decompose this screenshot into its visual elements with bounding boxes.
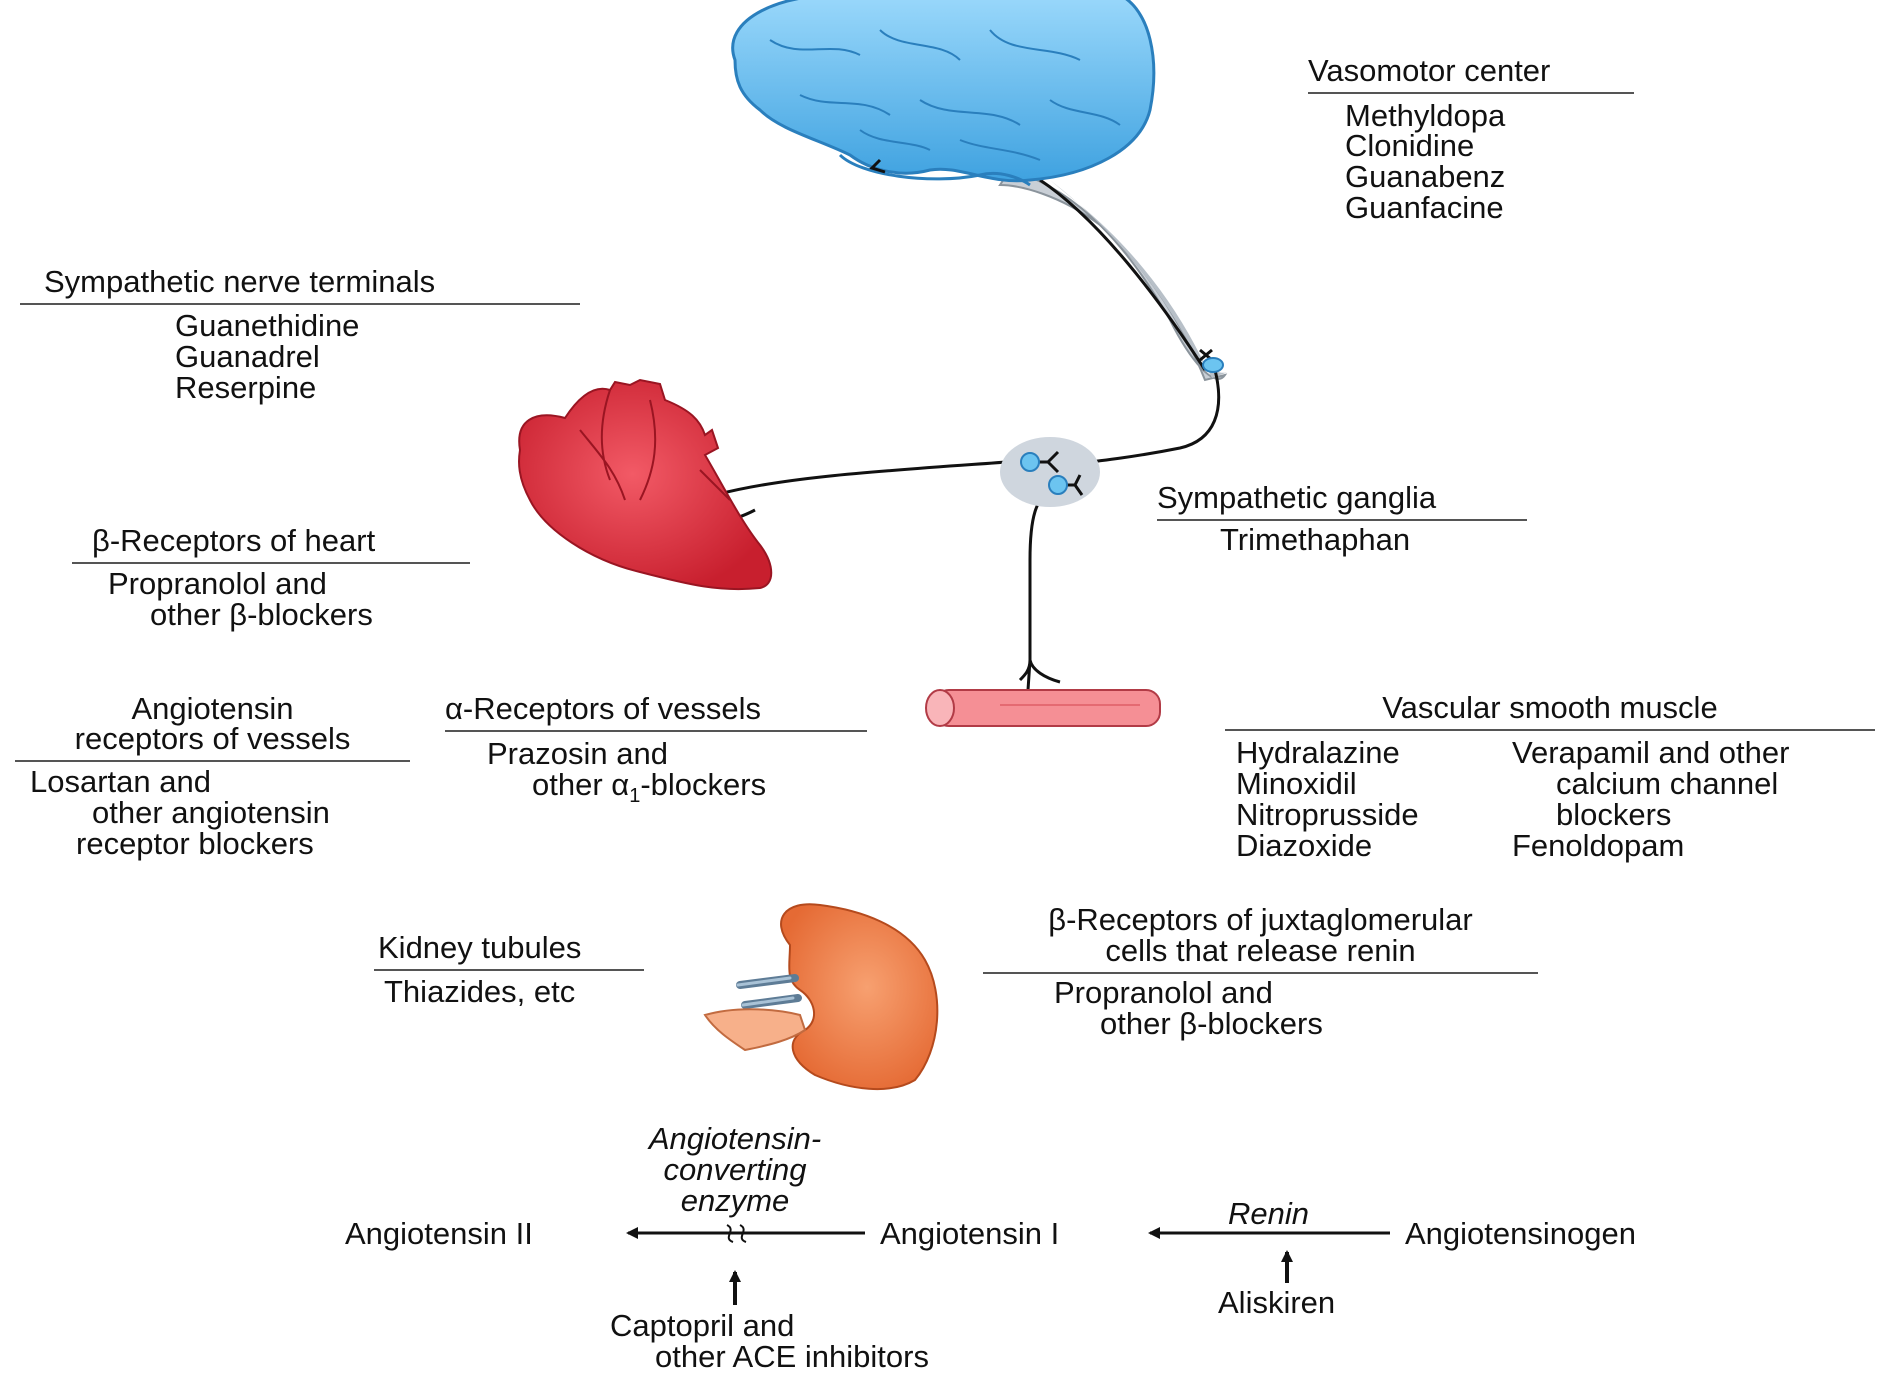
vsm-drug: Diazoxide [1236,830,1372,861]
beta-jg-drugs: Propranolol and [1054,977,1273,1008]
kidney-tubules-heading: Kidney tubules [374,932,644,971]
sympathetic-terminals-heading: Sympathetic nerve terminals [20,266,580,305]
alpha-blockers-text: other α [532,767,629,802]
renin-label: Renin [1228,1198,1309,1229]
terminals-drug: Guanadrel [175,341,320,372]
beta-heart-heading: β-Receptors of heart [72,525,470,564]
angiotensin-i-label: Angiotensin I [880,1218,1059,1249]
sympathetic-ganglion [1000,437,1100,507]
brain-illustration [733,0,1154,185]
captopril-label: other ACE inhibitors [655,1341,929,1372]
beta-jg-drugs: other β-blockers [1100,1008,1323,1039]
vsm-drug: Hydralazine [1236,737,1400,768]
alpha-subscript: 1 [629,785,640,807]
nerve-fibers [697,370,1219,690]
beta-jg-heading: β-Receptors of juxtaglomerular [983,904,1538,935]
beta-heart-drugs: other β-blockers [150,599,373,630]
vsm-drug: Nitroprusside [1236,799,1419,830]
vsm-drug: Verapamil and other [1512,737,1789,768]
vascular-smooth-muscle-heading: Vascular smooth muscle [1225,692,1875,731]
ganglia-heading: Sympathetic ganglia [1157,482,1527,521]
angiotensinogen-label: Angiotensinogen [1405,1218,1636,1249]
beta-heart-drugs: Propranolol and [108,568,327,599]
beta-jg-heading: cells that release renin [983,935,1538,974]
kidney-tubules-drug: Thiazides, etc [384,976,575,1007]
spinal-cord [1000,170,1228,380]
angiotensin-receptors-heading: Angiotensin [15,693,410,724]
vasomotor-drug: Methyldopa [1345,100,1505,131]
vasomotor-heading: Vasomotor center [1308,55,1634,94]
cord-terminal [1200,350,1223,372]
terminals-drug: Guanethidine [175,310,359,341]
heart-illustration [519,380,771,589]
vsm-drug: calcium channel [1556,768,1778,799]
ace-label: Angiotensin- [600,1123,870,1154]
alpha-vessels-drugs: Prazosin and [487,738,668,769]
alpha-vessels-heading: α-Receptors of vessels [445,693,867,732]
aliskiren-label: Aliskiren [1218,1287,1335,1318]
vasomotor-drug: Guanfacine [1345,192,1504,223]
vasomotor-drug: Clonidine [1345,130,1474,161]
angiotensin-receptors-heading: receptors of vessels [15,723,410,762]
angiotensin-ii-label: Angiotensin II [345,1218,533,1249]
alpha-vessels-drugs: other α1-blockers [532,769,766,812]
alpha-blockers-suffix: -blockers [640,767,766,802]
vsm-drug: blockers [1556,799,1671,830]
captopril-label: Captopril and [610,1310,794,1341]
blood-vessel [926,690,1160,726]
vsm-drug: Minoxidil [1236,768,1357,799]
kidney-illustration [705,904,937,1089]
angiotensin-receptors-drugs: receptor blockers [76,828,314,859]
terminals-drug: Reserpine [175,372,316,403]
ganglia-drug: Trimethaphan [1220,524,1410,555]
ace-label: enzyme [600,1185,870,1216]
angiotensin-receptors-drugs: Losartan and [30,766,211,797]
angiotensin-receptors-drugs: other angiotensin [92,797,330,828]
vasomotor-drug: Guanabenz [1345,161,1505,192]
ace-label: converting [600,1154,870,1185]
vsm-drug: Fenoldopam [1512,830,1684,861]
